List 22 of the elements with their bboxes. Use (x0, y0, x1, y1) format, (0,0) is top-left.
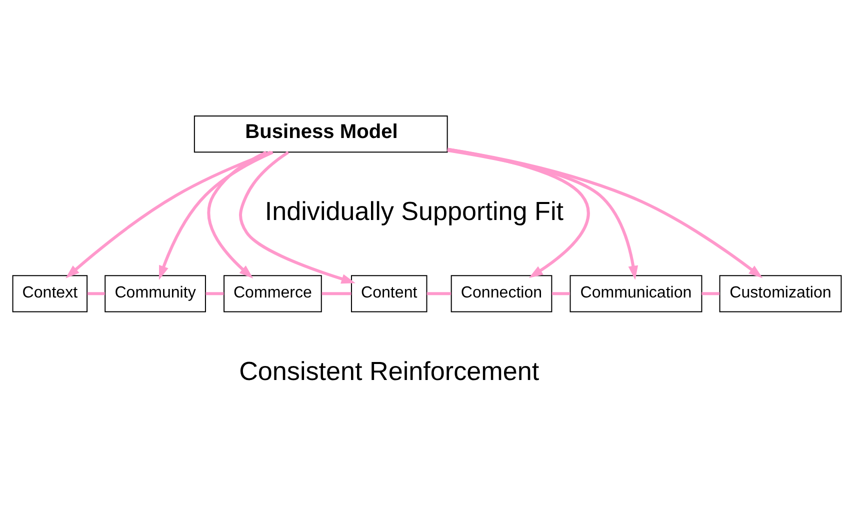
arrow (207, 150, 268, 278)
connector (206, 292, 224, 295)
connector (87, 292, 105, 295)
arrow (66, 150, 272, 278)
node-box: Business Model (194, 115, 448, 152)
node-box: Connection (450, 274, 552, 312)
connector (322, 292, 352, 295)
node-box: Community (104, 274, 206, 312)
arrow (447, 148, 638, 280)
node-box: Commerce (224, 274, 322, 312)
label: Consistent Reinforcement (239, 355, 540, 386)
connector (702, 292, 720, 295)
connector (552, 292, 570, 295)
arrow (158, 150, 274, 280)
label: Individually Supporting Fit (264, 196, 564, 226)
node-box: Customization (719, 274, 842, 312)
node-box: Communication (570, 274, 702, 312)
connector (426, 292, 452, 295)
arrow (239, 150, 356, 284)
node-box: Context (12, 274, 88, 312)
node-box: Content (350, 274, 428, 312)
arrow (447, 147, 763, 278)
